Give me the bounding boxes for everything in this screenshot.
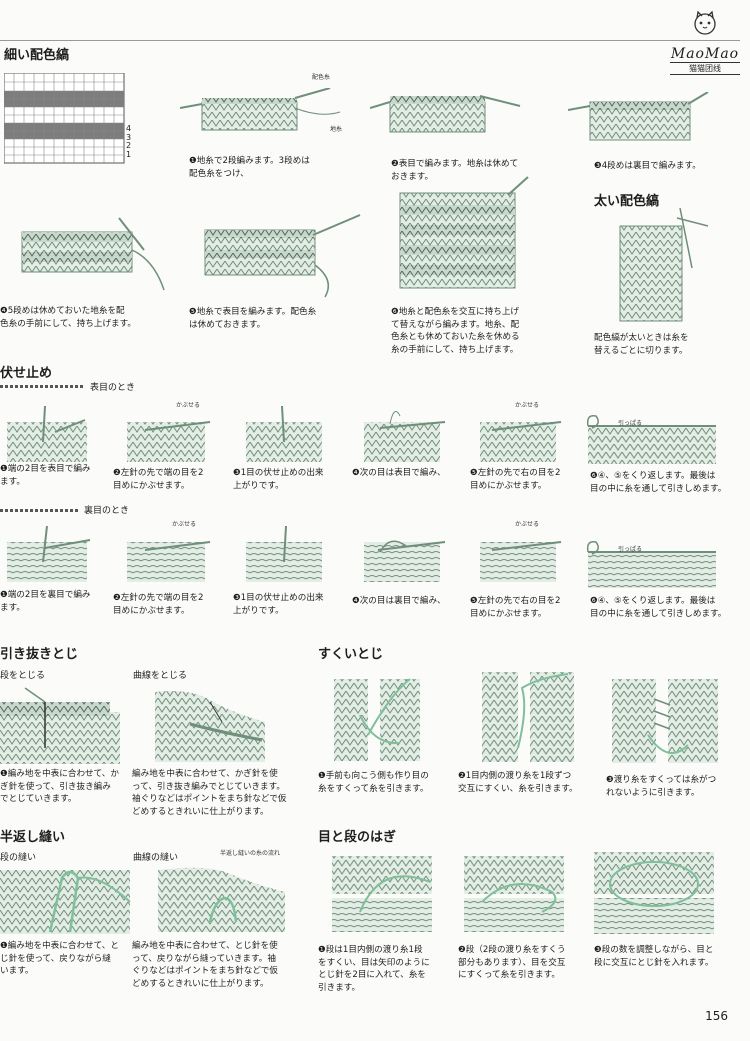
label-cover: かぶせる — [172, 521, 197, 528]
stripe-step-2-illustration — [369, 88, 530, 152]
graft-step-2-illustration — [462, 852, 572, 941]
slip-join-curve-illustration — [150, 682, 270, 771]
label-pull: 引っぱる — [618, 420, 643, 427]
brand-logo: MaoMao 猫猫团线 — [670, 10, 740, 75]
graft-step-1-illustration — [330, 852, 440, 941]
caption-graft-step-2: ❷段（2段の渡り糸をすくう 部分もあります）、目を交互 にすくって糸を引きます。 — [458, 945, 566, 980]
subsection-curve-join: 曲線をとじる — [133, 671, 188, 681]
caption-graft-step-1: ❶段は1目内側の渡り糸1段 をすくい、目は矢印のように とじ針を2目に入れて、糸… — [318, 945, 430, 993]
section-back-half: 半返し縫い — [0, 830, 66, 845]
caption-purl-step-1: ❶端の2目を裏目で編み ます。 — [0, 590, 91, 613]
bind-off-purl-step-5-illustration — [476, 522, 566, 588]
caption-stripe-step-3: ❸4段めは裏目で編みます。 — [594, 161, 701, 171]
caption-knit-step-1: ❶端の2目を表目で編み ます。 — [0, 464, 91, 487]
caption-back-half-straight: ❶編み地を中表に合わせて、と じ針を使って、戻りながら縫 います。 — [0, 941, 119, 976]
caption-purl-step-2: ❷左針の先で端の目を2 目めにかぶせます。 — [113, 593, 204, 616]
bind-off-purl-step-1-illustration — [5, 522, 95, 588]
mattress-step-2-illustration — [478, 668, 588, 772]
section-graft: 目と段のはぎ — [318, 830, 397, 845]
divider — [0, 385, 85, 388]
caption-knit-step-2: ❷左針の先で端の目を2 目めにかぶせます。 — [113, 468, 204, 491]
caption-purl-step-5: ❺左針の先で右の目を2 目めにかぶせます。 — [470, 596, 561, 619]
brand-subtitle: 猫猫团线 — [670, 62, 740, 75]
caption-graft-step-3: ❸段の数を調整しながら、目と 段に交互にとじ針を入れます。 — [594, 945, 714, 968]
caption-stripe-step-1: ❶地糸で2段編みます。3段めは 配色糸をつけ、 — [189, 156, 310, 179]
stripe-step-3-illustration — [567, 91, 718, 156]
subsection-knit-side: 表目のとき — [90, 383, 136, 393]
section-slip-join: 引き抜きとじ — [0, 647, 79, 662]
label-ground-yarn: 地糸 — [330, 126, 343, 133]
label-pull: 引っぱる — [618, 546, 643, 553]
row-label: 4 — [126, 124, 132, 133]
caption-purl-step-6: ❻④、⑤をくり返します。最後は 目の中に糸を通して引きしめます。 — [590, 596, 727, 619]
label-color-yarn: 配色糸 — [312, 74, 331, 81]
caption-stripe-step-6: ❻地糸と配色糸を交互に持ち上げ て替えながら編みます。地糸、配 色糸とも休めてお… — [391, 307, 520, 355]
caption-purl-step-4: ❹次の目は裏目で編み、 — [352, 596, 446, 606]
divider — [0, 509, 78, 512]
section-thick-stripe: 太い配色縞 — [594, 194, 660, 209]
stripe-step-4-illustration — [4, 210, 174, 299]
label-sew-flow: 半返し縫いの糸の流れ — [220, 850, 281, 857]
caption-stripe-step-2: ❷表目で編みます。地糸は休めて おきます。 — [391, 159, 519, 182]
label-cover: かぶせる — [176, 402, 201, 409]
bind-off-knit-step-4-illustration — [360, 400, 450, 468]
caption-back-half-curve: 編み地を中表に合わせて、とじ針を使 って、戻りながら縫っていきます。袖 ぐりなど… — [132, 941, 278, 989]
bind-off-knit-step-1-illustration — [5, 402, 95, 468]
caption-stripe-step-4: ❹5段めは休めておいた地糸を配 色糸の手前にして、持ち上げます。 — [0, 306, 136, 329]
caption-mattress-step-3: ❸渡り糸をすくっては糸がつ れないように引きます。 — [606, 775, 717, 798]
graft-step-3-illustration — [592, 848, 722, 942]
section-mattress: すくいとじ — [318, 647, 384, 662]
caption-stripe-step-5: ❺地糸で表目を編みます。配色糸 は休めておきます。 — [189, 307, 317, 330]
subsection-straight-join: 段をとじる — [0, 671, 46, 681]
section-thin-stripe: 細い配色縞 — [4, 48, 70, 63]
row-label: 2 — [126, 141, 132, 150]
mattress-step-3-illustration — [608, 675, 728, 771]
stripe-step-1-illustration — [179, 87, 350, 152]
caption-thick-stripe: 配色縞が太いときは糸を 替えるごとに切ります。 — [594, 333, 689, 356]
stripe-step-5-illustration — [185, 205, 365, 304]
bind-off-purl-step-4-illustration — [360, 520, 450, 588]
slip-join-straight-illustration — [0, 682, 125, 771]
page-number: 156 — [705, 1009, 728, 1023]
back-half-straight-illustration — [0, 862, 135, 941]
bind-off-knit-step-2-illustration — [125, 402, 215, 468]
caption-knit-step-4: ❹次の目は表目で編み、 — [352, 468, 446, 478]
label-cover: かぶせる — [515, 402, 540, 409]
caption-purl-step-3: ❸1目の伏せ止めの出来 上がりです。 — [233, 593, 324, 616]
thick-stripe-illustration — [612, 207, 712, 330]
bind-off-knit-step-6-illustration — [582, 404, 722, 470]
back-half-curve-illustration — [150, 862, 290, 941]
bind-off-purl-step-3-illustration — [242, 522, 332, 588]
caption-mattress-step-2: ❷1目内側の渡り糸を1段ずつ 交互にすくい、糸を引きます。 — [458, 771, 578, 794]
mattress-step-1-illustration — [330, 675, 430, 769]
row-label: 3 — [126, 132, 132, 142]
row-label: 1 — [126, 149, 132, 159]
caption-mattress-step-1: ❶手前も向こう側も作り目の 糸をすくって糸を引きます。 — [318, 771, 429, 794]
brand-name: MaoMao — [670, 46, 740, 62]
caption-knit-step-3: ❸1目の伏せ止めの出来 上がりです。 — [233, 468, 324, 491]
caption-knit-step-6: ❻④、⑤をくり返します。最後は 目の中に糸を通して引きしめます。 — [590, 471, 727, 494]
bind-off-purl-step-2-illustration — [125, 522, 215, 588]
label-cover: かぶせる — [515, 521, 540, 528]
stripe-step-6-illustration — [378, 175, 543, 309]
caption-knit-step-5: ❺左針の先で右の目を2 目めにかぶせます。 — [470, 468, 561, 491]
bind-off-knit-step-3-illustration — [242, 402, 332, 468]
stripe-chart: 4 3 2 1 — [3, 72, 136, 173]
subsection-purl-side: 裏目のとき — [84, 506, 130, 516]
caption-slip-join-straight: ❶編み地を中表に合わせて、か ぎ針を使って、引き抜き編み でとじていきます。 — [0, 769, 119, 804]
top-rule — [0, 40, 740, 41]
cat-logo-icon — [694, 10, 716, 35]
caption-slip-join-curve: 編み地を中表に合わせて、かぎ針を使 って、引き抜き編みでとじていきます。 袖ぐり… — [132, 769, 287, 817]
bind-off-purl-step-6-illustration — [582, 530, 722, 596]
section-bind-off: 伏せ止め — [0, 366, 53, 381]
subsection-curve-sew: 曲線の縫い — [133, 853, 179, 863]
subsection-straight-sew: 段の縫い — [0, 853, 37, 863]
bind-off-knit-step-5-illustration — [476, 402, 566, 468]
